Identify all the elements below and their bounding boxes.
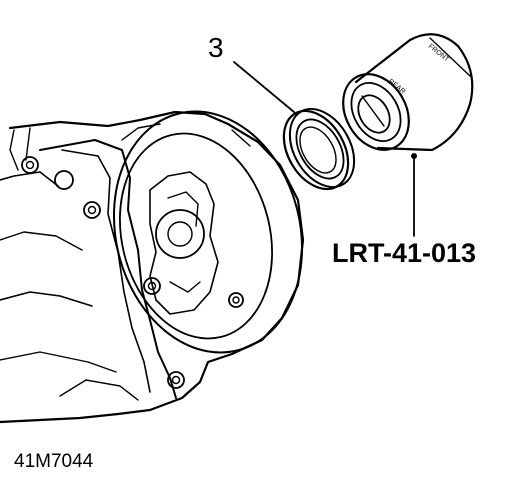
housing-flange bbox=[21, 139, 244, 399]
seal-callout-number: 3 bbox=[208, 32, 224, 63]
leader-line-seal bbox=[233, 61, 295, 113]
leader-dot bbox=[411, 153, 417, 159]
output-housing bbox=[112, 110, 304, 354]
seal-replacer-tool bbox=[342, 33, 474, 152]
oil-seal bbox=[282, 108, 356, 191]
tool-callout-label: LRT-41-013 bbox=[332, 238, 477, 268]
figure-reference: 41M7044 bbox=[14, 451, 94, 472]
